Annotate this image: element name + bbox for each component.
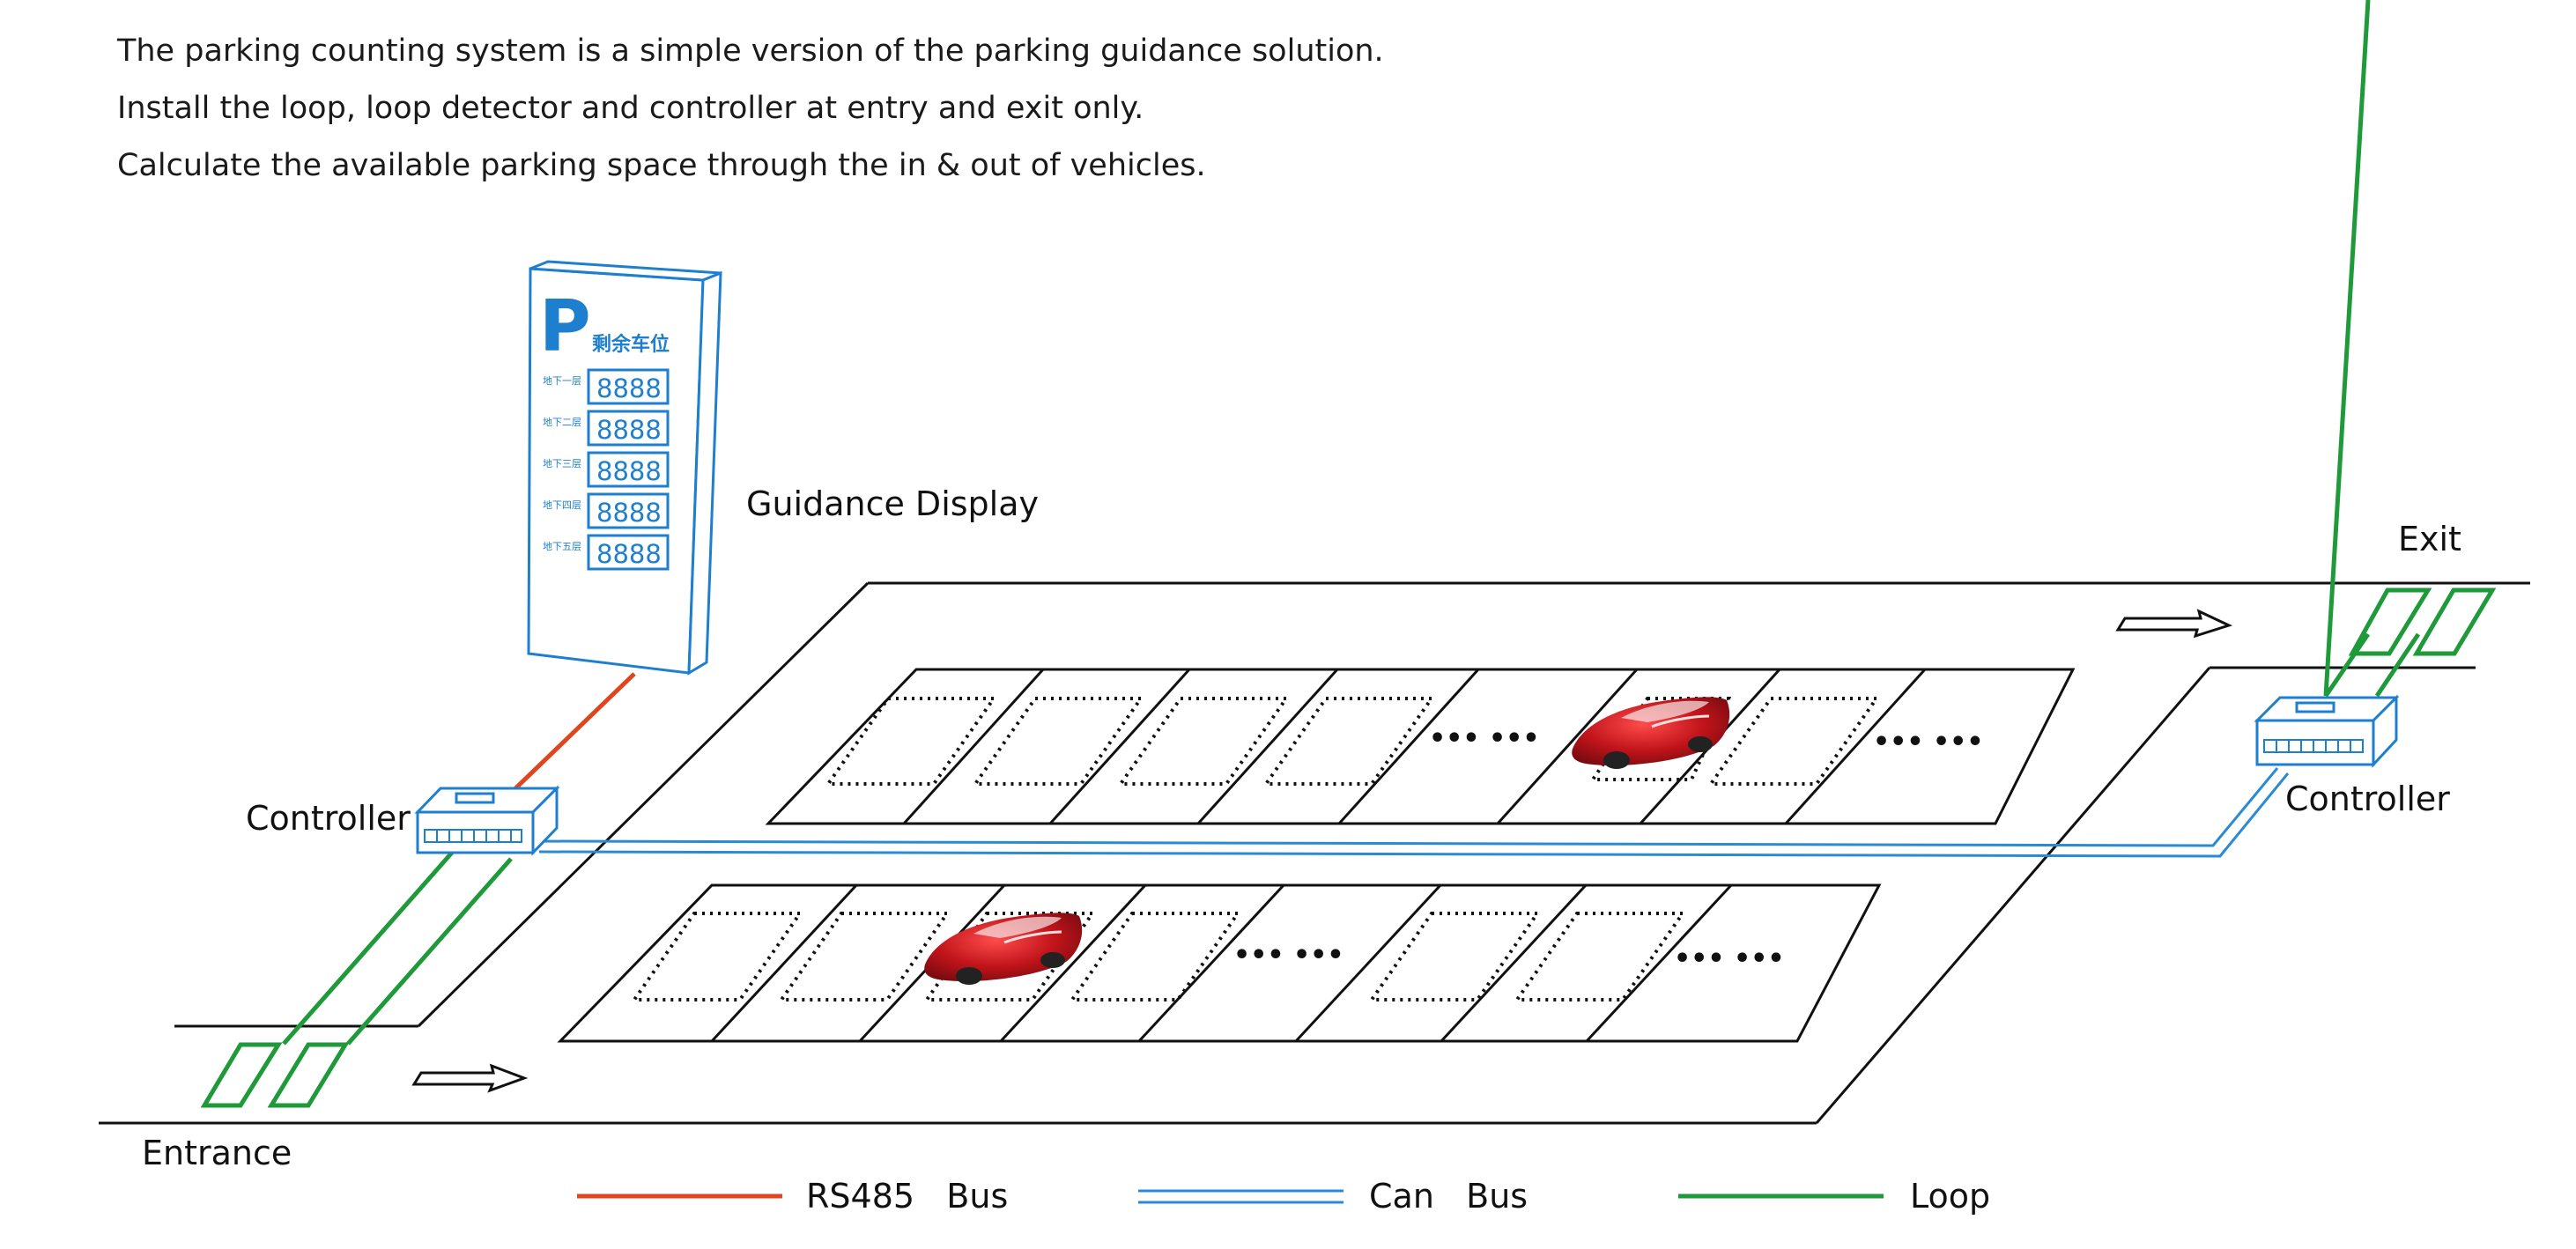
legend-label-canbus: Can Bus <box>1369 1177 1529 1216</box>
label-exit: Exit <box>2398 520 2461 558</box>
sign-floor-value: 8888 <box>596 373 662 403</box>
intro-line-1: The parking counting system is a simple … <box>117 33 1384 69</box>
label-controller-left: Controller <box>246 799 411 838</box>
intro-text: The parking counting system is a simple … <box>117 23 1384 195</box>
loop-line-entrance <box>200 844 513 1108</box>
legend-swatches <box>577 1189 1884 1204</box>
sign-floor-value: 8888 <box>596 415 662 445</box>
ellipsis-upper-1: ••• ••• <box>1429 723 1540 754</box>
sign-floor-label: 地下五层 <box>543 541 581 552</box>
controller-device-left <box>414 785 560 856</box>
label-entrance: Entrance <box>142 1134 292 1172</box>
controller-device-right <box>2254 694 2400 768</box>
sign-floor-value: 8888 <box>596 456 662 486</box>
ellipsis-lower-2: ••• ••• <box>1674 943 1785 974</box>
parking-row-lower <box>557 883 1882 1043</box>
can-bus-line <box>538 767 2290 858</box>
sign-floor-label: 地下二层 <box>543 417 581 428</box>
intro-line-3: Calculate the available parking space th… <box>117 148 1206 183</box>
loop-line-exit <box>2323 0 2497 698</box>
label-guidance-display: Guidance Display <box>746 484 1039 523</box>
sign-floor-label: 地下四层 <box>543 499 581 511</box>
sign-title: 剩余车位 <box>592 333 670 356</box>
ellipsis-markers: ••• ••• ••• ••• ••• ••• ••• ••• <box>1233 723 1984 974</box>
sign-floor-value: 8888 <box>596 498 662 528</box>
sign-rows: 地下一层 8888 地下二层 8888 地下三层 8888 地下四层 8888 … <box>543 368 670 571</box>
lot-outline <box>99 581 2530 1125</box>
sign-floor-value: 8888 <box>596 539 662 569</box>
direction-arrow-entrance <box>411 1063 529 1093</box>
legend-label-rs485: RS485 Bus <box>806 1177 1009 1216</box>
rs485-bus-line <box>509 672 636 794</box>
label-controller-right: Controller <box>2285 780 2450 818</box>
ellipsis-upper-2: ••• ••• <box>1873 727 1984 758</box>
sign-floor-label: 地下一层 <box>543 375 581 387</box>
ellipsis-lower-1: ••• ••• <box>1233 940 1344 971</box>
intro-line-2: Install the loop, loop detector and cont… <box>117 91 1144 126</box>
car-icon <box>924 913 1083 985</box>
sign-p-letter: P <box>539 285 591 367</box>
car-icon <box>1572 697 1730 769</box>
sign-floor-label: 地下三层 <box>543 458 581 469</box>
guidance-display-sign: P 剩余车位 地下一层 8888 地下二层 8888 地下三层 8888 地下四… <box>527 260 722 676</box>
direction-arrow-exit <box>2115 609 2233 639</box>
legend-label-loop: Loop <box>1910 1177 1991 1216</box>
